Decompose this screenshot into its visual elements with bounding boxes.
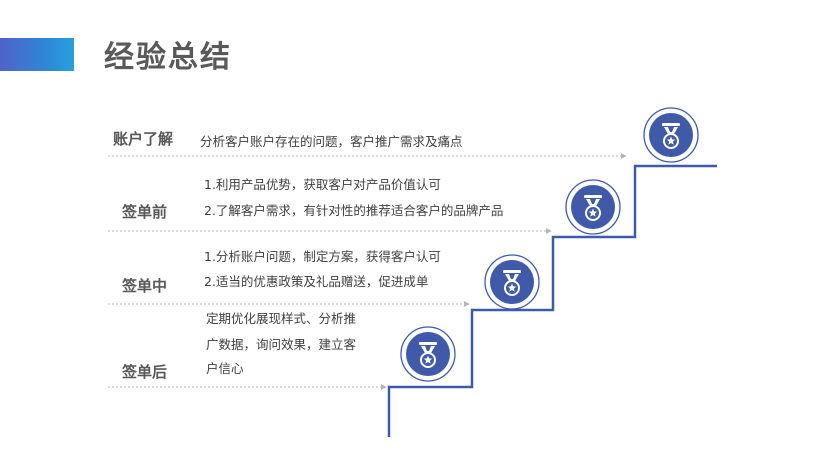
- step-text-post-sign-1: 定期优化展现样式、分析推: [206, 311, 357, 326]
- step-text-pre-sign-1: 1.利用产品优势，获取客户对产品价值认可: [204, 177, 441, 192]
- medal-icon: [400, 326, 456, 382]
- step-text-post-sign-3: 户信心: [206, 361, 244, 376]
- medal-icon: [484, 254, 540, 310]
- step-text-pre-sign-2: 2.了解客户需求，有针对性的推荐适合客户的品牌产品: [204, 203, 504, 218]
- step-text-signing-1: 1.分析账户问题，制定方案，获得客户认可: [204, 249, 441, 264]
- title-accent-bar: [0, 38, 74, 71]
- step-text-post-sign-2: 广数据，询问效果，建立客: [206, 337, 357, 352]
- step-text-account-1: 分析客户账户存在的问题，客户推广需求及痛点: [200, 134, 463, 149]
- medal-icon: [565, 179, 621, 235]
- step-label-account: 账户了解: [113, 130, 174, 148]
- step-label-signing: 签单中: [122, 277, 168, 295]
- step-label-pre-sign: 签单前: [122, 203, 168, 221]
- step-text-signing-2: 2.适当的优惠政策及礼品赠送，促进成单: [204, 274, 429, 289]
- staircase-line: [387, 164, 717, 437]
- step-label-post-sign: 签单后: [122, 363, 168, 381]
- page-title: 经验总结: [104, 40, 232, 75]
- medal-icon: [643, 107, 699, 163]
